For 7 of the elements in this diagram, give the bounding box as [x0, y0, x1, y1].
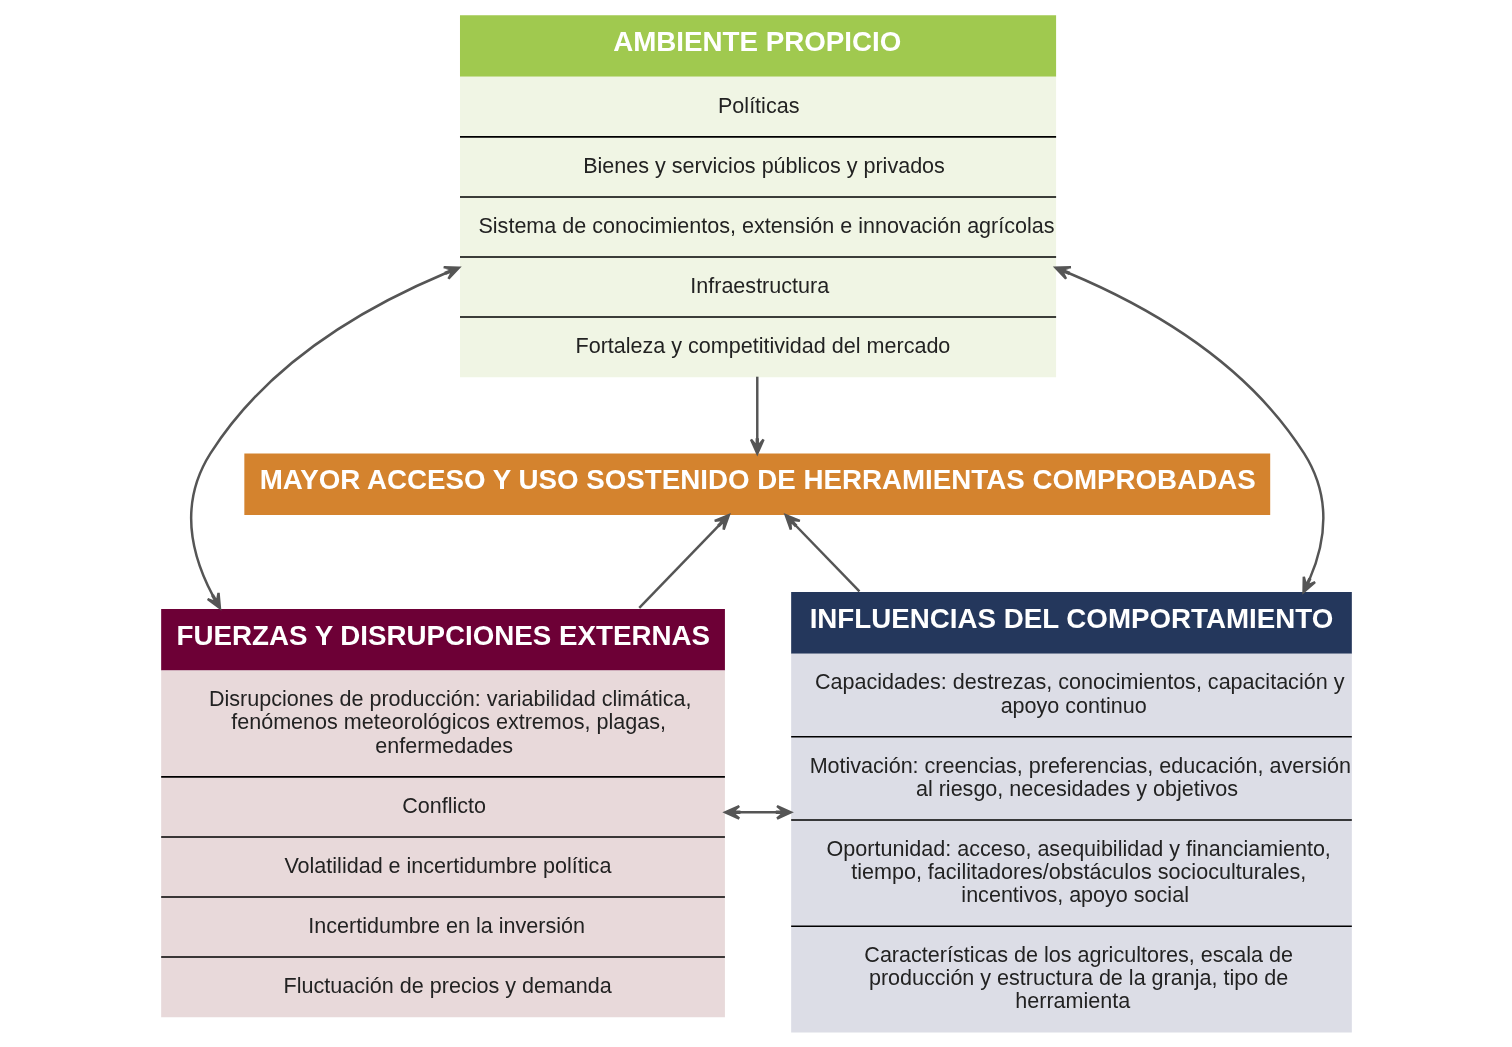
- arrow: [189, 265, 460, 610]
- arrow: [637, 513, 730, 609]
- arrow: [783, 513, 860, 593]
- arrow: [1053, 265, 1324, 594]
- node-box: MAYOR ACCESO Y USO SOSTENIDO DE HERRAMIENTAS COMPROBADAS: [243, 453, 1270, 516]
- arrow: [723, 804, 792, 820]
- arrow: [749, 376, 765, 455]
